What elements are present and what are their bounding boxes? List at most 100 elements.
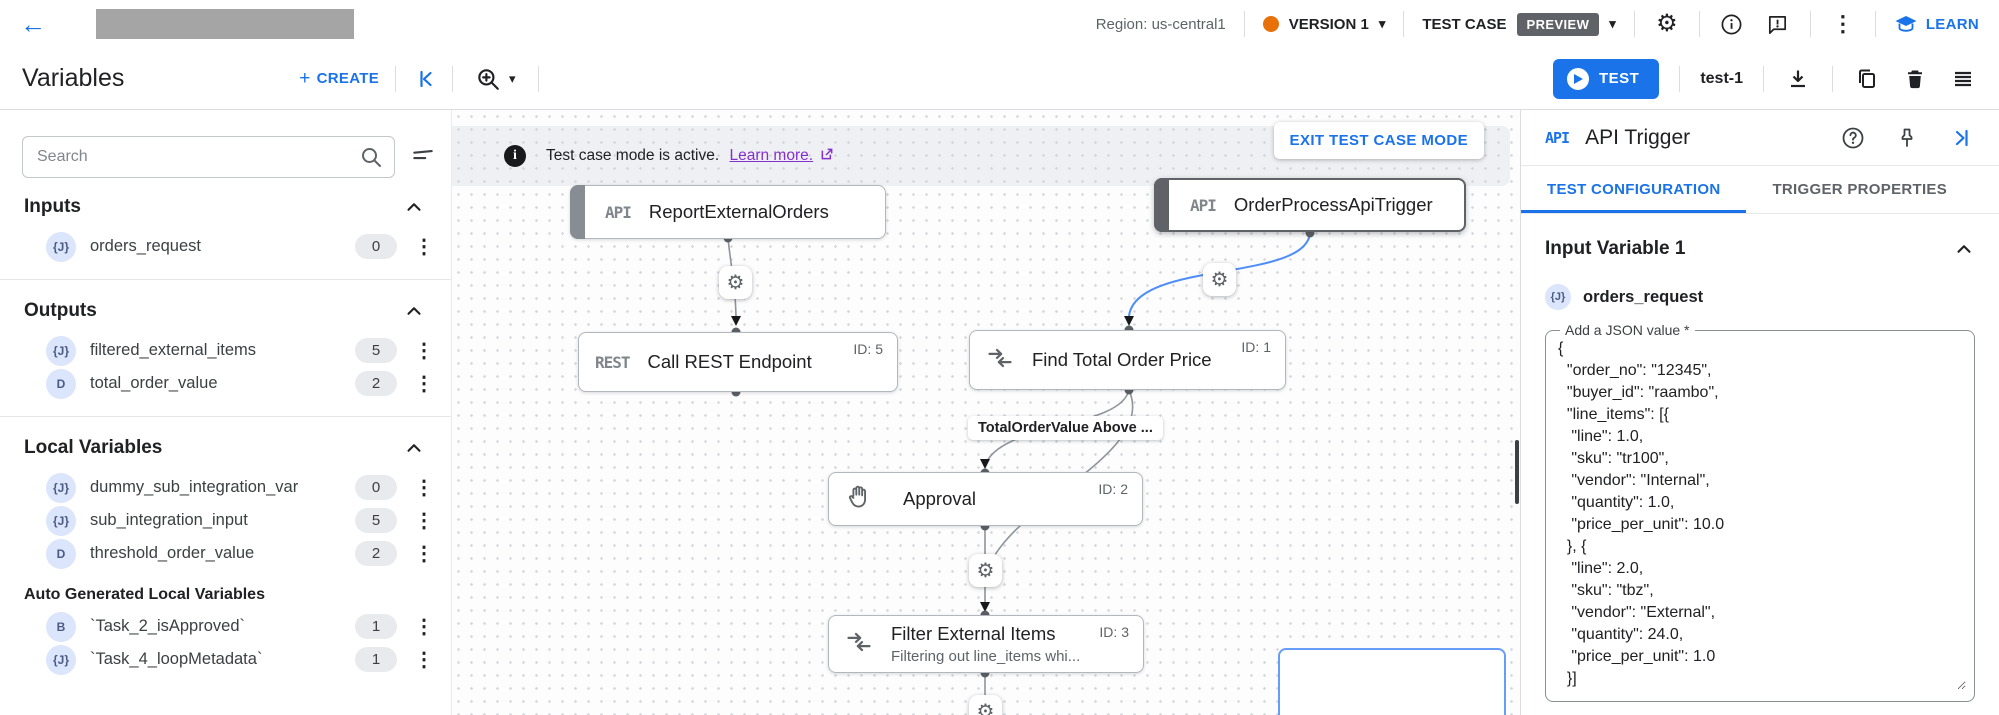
node-id: ID: 3	[1099, 624, 1129, 640]
variable-row[interactable]: B `Task_2_isApproved` 1 ⋮	[0, 610, 451, 643]
preview-badge: PREVIEW	[1516, 12, 1600, 36]
json-type-icon: {J}	[46, 231, 76, 262]
node-order-process-api-trigger[interactable]: API OrderProcessApiTrigger	[1154, 178, 1466, 232]
usage-count-badge: 5	[355, 508, 397, 533]
variable-name: threshold_order_value	[90, 544, 255, 562]
node-approval[interactable]: Approval ID: 2	[828, 472, 1143, 526]
json-value-textarea[interactable]: { "order_no": "12345", "buyer_id": "raam…	[1554, 338, 1966, 690]
section-outputs-header[interactable]: Outputs	[0, 288, 451, 334]
api-trigger-icon: API	[1190, 195, 1217, 215]
exit-test-case-mode-button[interactable]: EXIT TEST CASE MODE	[1273, 122, 1484, 159]
node-subtitle: Filtering out line_items whi...	[891, 648, 1081, 665]
more-options-icon[interactable]: ⋮	[414, 510, 434, 532]
variable-row[interactable]: D total_order_value 2 ⋮	[0, 367, 451, 400]
node-call-rest-endpoint[interactable]: REST Call REST Endpoint ID: 5	[578, 332, 898, 392]
test-button[interactable]: TEST	[1552, 58, 1660, 99]
trigger-tab	[570, 185, 585, 239]
canvas-scrollbar[interactable]	[1515, 440, 1519, 504]
api-trigger-config-panel: API API Trigger TEST CONFIGURATION TRIGG…	[1520, 110, 1999, 715]
region-label: Region: us-central1	[1095, 15, 1226, 33]
zoom-dropdown[interactable]: ▾	[453, 66, 538, 92]
menu-list-icon[interactable]	[1949, 65, 1977, 93]
divider	[1698, 11, 1700, 37]
trigger-tab	[1154, 178, 1169, 232]
pin-icon[interactable]	[1893, 124, 1921, 152]
edge-settings-gear-icon[interactable]: ⚙	[969, 695, 1002, 715]
node-title: Filter External Items	[891, 623, 1056, 644]
learn-button[interactable]: LEARN	[1894, 12, 1979, 36]
copy-icon[interactable]	[1853, 65, 1881, 93]
double-type-icon: D	[46, 538, 76, 569]
section-inputs-header[interactable]: Inputs	[0, 184, 451, 230]
variable-row[interactable]: {J} `Task_4_loopMetadata` 1 ⋮	[0, 643, 451, 676]
more-options-icon[interactable]: ⋮	[414, 543, 434, 565]
plus-icon: +	[299, 67, 311, 89]
usage-count-badge: 0	[355, 234, 397, 259]
edge-settings-gear-icon[interactable]: ⚙	[1203, 263, 1236, 296]
create-variable-button[interactable]: + CREATE	[299, 68, 379, 90]
panel-tabs: TEST CONFIGURATION TRIGGER PROPERTIES	[1521, 166, 1999, 214]
zoom-in-icon	[478, 68, 499, 90]
variable-row[interactable]: {J} orders_request 0 ⋮	[0, 230, 451, 263]
learn-more-link[interactable]: Learn more.	[729, 146, 814, 164]
section-title: Outputs	[24, 300, 97, 321]
graduation-cap-icon	[1895, 16, 1917, 32]
divider	[1403, 11, 1405, 37]
divider	[1243, 11, 1245, 37]
tab-trigger-properties[interactable]: TRIGGER PROPERTIES	[1772, 181, 1948, 198]
node-find-total-order-price[interactable]: Find Total Order Price ID: 1	[969, 330, 1286, 390]
variable-row[interactable]: {J} sub_integration_input 5 ⋮	[0, 504, 451, 537]
sort-icon[interactable]	[409, 143, 437, 171]
edge-settings-gear-icon[interactable]: ⚙	[969, 554, 1002, 587]
rest-task-icon: REST	[595, 352, 631, 372]
tab-test-configuration[interactable]: TEST CONFIGURATION	[1521, 166, 1746, 213]
delete-trash-icon[interactable]	[1901, 65, 1929, 93]
edge-condition-label[interactable]: TotalOrderValue Above ...	[968, 416, 1163, 440]
chevron-down-icon: ▾	[1378, 16, 1386, 31]
back-icon[interactable]: ←	[20, 9, 46, 39]
chevron-up-icon[interactable]	[403, 437, 425, 459]
node-filter-external-items[interactable]: Filter External Items Filtering out line…	[828, 615, 1144, 673]
create-label: CREATE	[316, 70, 379, 87]
variables-sidebar: Inputs {J} orders_request 0 ⋮ Outputs {J…	[0, 110, 452, 715]
collapse-panel-right-icon[interactable]	[1947, 124, 1975, 152]
canvas-highlight-box	[1278, 648, 1506, 715]
chevron-up-icon[interactable]	[403, 196, 425, 218]
search-input[interactable]	[22, 136, 395, 178]
more-options-icon[interactable]: ⋮	[414, 340, 434, 362]
more-options-icon[interactable]: ⋮	[414, 236, 434, 258]
chevron-up-icon[interactable]	[403, 300, 425, 322]
more-options-icon[interactable]: ⋮	[414, 649, 434, 671]
help-icon[interactable]	[1839, 124, 1867, 152]
json-type-icon: {J}	[46, 472, 76, 503]
divider	[1763, 65, 1764, 92]
collapse-panel-left-icon[interactable]	[412, 65, 440, 93]
download-icon[interactable]	[1784, 65, 1812, 93]
data-mapping-icon	[845, 628, 873, 661]
more-options-icon[interactable]: ⋮	[414, 616, 434, 638]
variable-row[interactable]: {J} dummy_sub_integration_var 0 ⋮	[0, 471, 451, 504]
variable-name: `Task_4_loopMetadata`	[90, 650, 263, 668]
feedback-icon[interactable]	[1764, 10, 1792, 38]
chevron-up-icon[interactable]	[1953, 238, 1975, 260]
more-options-icon[interactable]: ⋮	[414, 477, 434, 499]
chevron-down-icon: ▾	[1609, 16, 1616, 31]
info-icon[interactable]	[1718, 10, 1746, 38]
node-title: ReportExternalOrders	[648, 201, 829, 222]
version-dropdown[interactable]: VERSION 1 ▾	[1262, 16, 1386, 33]
divider	[1874, 11, 1876, 37]
learn-label: LEARN	[1925, 15, 1979, 33]
integration-canvas[interactable]: i Test case mode is active. Learn more. …	[452, 110, 1520, 715]
usage-count-badge: 5	[355, 338, 397, 363]
more-options-icon[interactable]: ⋮	[1831, 11, 1854, 36]
more-options-icon[interactable]: ⋮	[414, 373, 434, 395]
node-title: Approval	[903, 488, 977, 509]
node-report-external-orders[interactable]: API ReportExternalOrders	[570, 185, 886, 239]
variable-row[interactable]: D threshold_order_value 2 ⋮	[0, 537, 451, 570]
variable-row[interactable]: {J} filtered_external_items 5 ⋮	[0, 334, 451, 367]
test-case-dropdown[interactable]: TEST CASE PREVIEW ▾	[1422, 12, 1616, 36]
section-local-variables-header[interactable]: Local Variables	[0, 425, 451, 471]
edge-settings-gear-icon[interactable]: ⚙	[719, 266, 752, 299]
variable-name: total_order_value	[90, 374, 218, 392]
settings-gear-icon[interactable]: ⚙	[1656, 10, 1678, 37]
